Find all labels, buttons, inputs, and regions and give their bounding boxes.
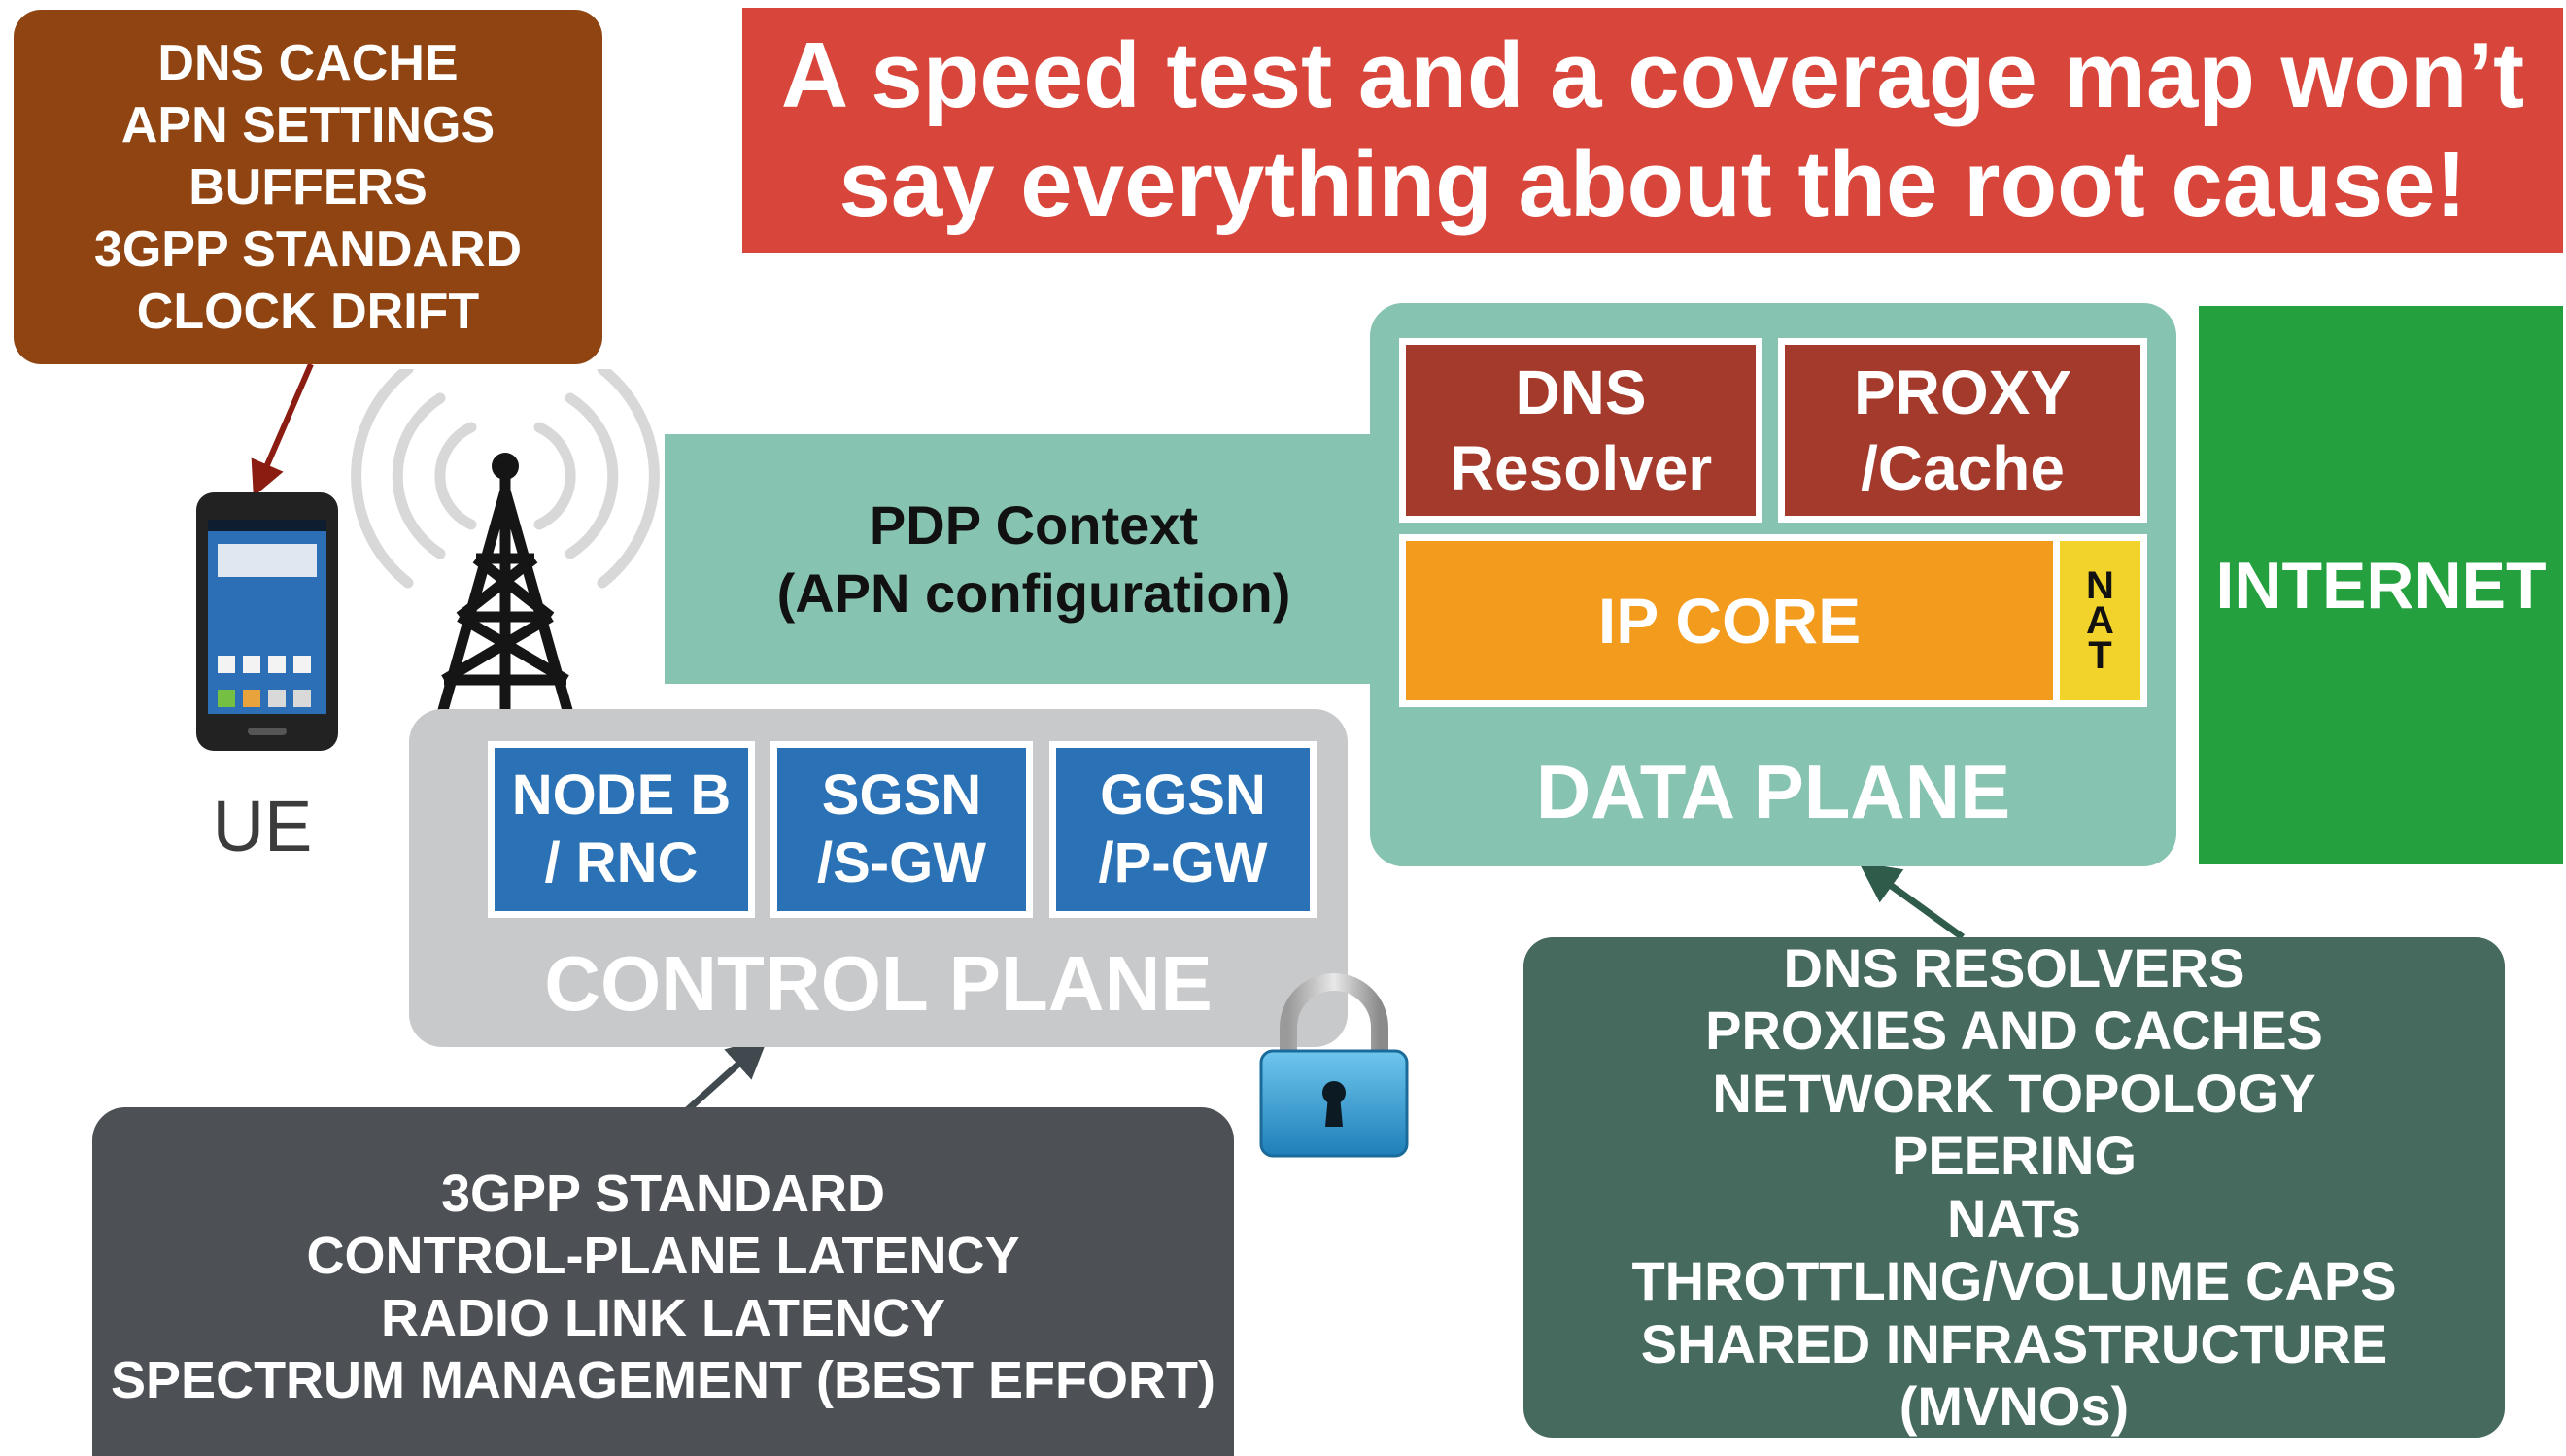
internet-box: INTERNET <box>2199 306 2563 864</box>
ip-core-box: IP CORE <box>1399 534 2060 707</box>
data-plane-arrow <box>1858 862 1966 940</box>
node-b-rnc-box: NODE B / RNC <box>488 741 755 918</box>
proxy-cache-box: PROXY /Cache <box>1778 338 2147 523</box>
ue-label: UE <box>212 785 313 866</box>
headline-banner: A speed test and a coverage map won’t sa… <box>742 8 2563 253</box>
sgsn-sgw-box: SGSN /S-GW <box>770 741 1033 918</box>
padlock-icon <box>1259 973 1409 1158</box>
smartphone-icon <box>196 492 338 751</box>
data-plane-issues-box: DNS RESOLVERS PROXIES AND CACHES NETWORK… <box>1523 937 2505 1438</box>
control-plane-arrow <box>682 1036 769 1115</box>
pdp-context-band: PDP Context (APN configuration) <box>665 434 1481 684</box>
ue-issues-box: DNS CACHE APN SETTINGS BUFFERS 3GPP STAN… <box>14 10 602 364</box>
ue-issues-arrow <box>251 362 314 497</box>
control-plane-title: CONTROL PLANE <box>544 939 1213 1027</box>
cell-tower-icon <box>351 369 660 748</box>
dns-resolver-box: DNS Resolver <box>1399 338 1762 523</box>
control-plane-issues-box: 3GPP STANDARD CONTROL-PLANE LATENCY RADI… <box>92 1107 1234 1456</box>
ggsn-pgw-box: GGSN /P-GW <box>1049 741 1317 918</box>
data-plane-title: DATA PLANE <box>1535 748 2011 834</box>
nat-box: N A T <box>2053 534 2147 707</box>
